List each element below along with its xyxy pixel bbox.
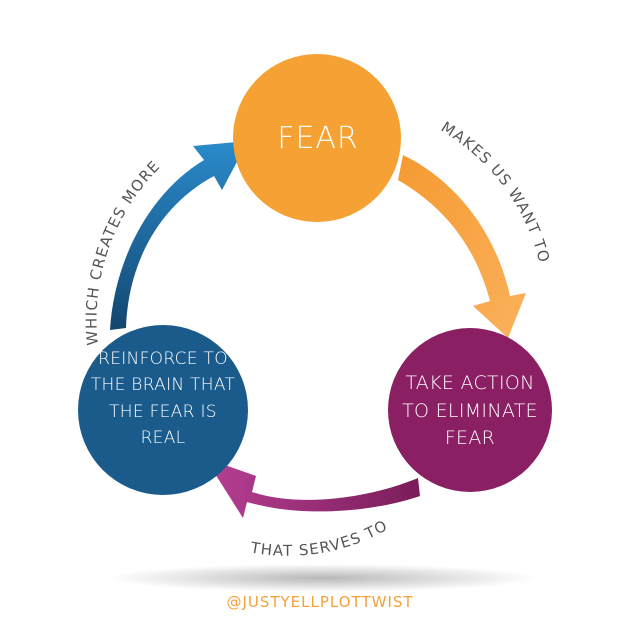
caption-makes-us-want-to: MAKES US WANT TO bbox=[438, 118, 554, 265]
arrow-fear-to-action bbox=[398, 155, 526, 338]
fear-circle bbox=[233, 54, 401, 222]
author-handle: @JUSTYELLPLOTTWIST bbox=[226, 593, 414, 611]
reinforce-circle bbox=[78, 325, 248, 495]
take-action-label: TAKE ACTION TO ELIMINATE FEAR bbox=[402, 372, 538, 450]
caption-that-serves-to: THAT SERVES TO bbox=[248, 516, 391, 560]
reinforce-label: REINFORCE TO THE BRAIN THAT THE FEAR IS … bbox=[90, 349, 236, 449]
arrow-action-to-reinforce bbox=[205, 458, 420, 518]
fear-label: FEAR bbox=[277, 121, 359, 156]
arrow-reinforce-to-fear bbox=[110, 141, 248, 330]
ground-shadow bbox=[107, 564, 537, 592]
take-action-circle bbox=[388, 328, 552, 492]
